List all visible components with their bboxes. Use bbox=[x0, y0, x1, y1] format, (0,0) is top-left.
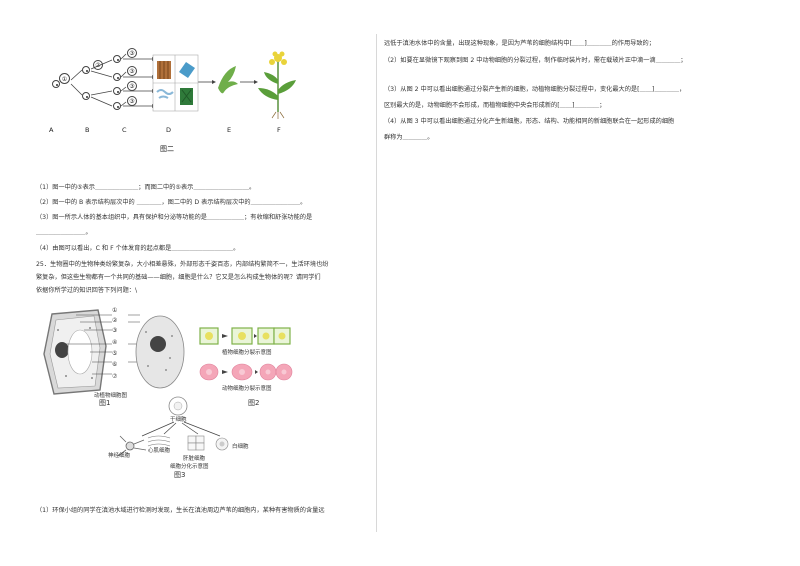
q25-sub-1: （1）环保小组的同学在滇池水域进行检测时发现，生长在滇池周边芦苇的细胞内，某种有… bbox=[36, 507, 325, 514]
division-diagram bbox=[199, 327, 293, 381]
tissue-brown-icon bbox=[157, 61, 171, 79]
cardiac-label: 心肌细胞 bbox=[148, 448, 171, 454]
stem-cell-label: 干细胞 bbox=[170, 417, 187, 423]
q25-line-2: 繁复杂，但这些生物都有一个共同的基础——细胞，细胞是什么？它又是怎么构成生物体的… bbox=[36, 274, 321, 281]
letter-e: E bbox=[227, 126, 232, 134]
cell-diagram-caption: 动植物细胞图 bbox=[94, 393, 128, 399]
q25-sub-4-cont: 群称为＿＿＿＿。 bbox=[384, 134, 434, 141]
cell-b1-icon bbox=[82, 66, 90, 74]
rapeseed-plant-icon bbox=[258, 51, 296, 119]
cell-b2-icon bbox=[82, 92, 90, 100]
animal-division-caption: 动物细胞分裂示意图 bbox=[222, 386, 272, 392]
step-label-3b: ③ bbox=[127, 66, 137, 76]
column-divider bbox=[376, 34, 377, 532]
cell-number-2: ② bbox=[112, 317, 118, 324]
q25-line-1: 25．生物圈中的生物种类纷繁复杂，大小相差悬殊，外部形态千姿百态，内部结构繁简不… bbox=[36, 261, 329, 268]
step-label-3a: ③ bbox=[127, 48, 137, 58]
step-label-3d: ③ bbox=[127, 96, 137, 106]
figure-1-title: 图1 bbox=[99, 399, 111, 407]
wbc-label: 白细胞 bbox=[232, 444, 249, 450]
question-2: （2）图一中的 B 表示结构层次中的 ＿＿＿＿，图二中的 D 表示结构层次中的＿… bbox=[36, 199, 307, 206]
neuron-label: 神经细胞 bbox=[108, 453, 131, 459]
question-1: （1）图一中的⑤表示＿＿＿＿＿＿＿；而图二中的⑤表示＿＿＿＿＿＿＿＿＿。 bbox=[36, 184, 256, 191]
q25-sub-3-cont: 区别最大的是，动物细胞不会形成，而植物细胞中央会形成新的[＿＿]＿＿＿＿； bbox=[384, 102, 606, 109]
neuron-icon bbox=[117, 435, 147, 457]
liver-label: 肝脏细胞 bbox=[183, 456, 206, 462]
cell-number-4: ④ bbox=[112, 339, 118, 346]
cell-c1-icon bbox=[113, 55, 121, 63]
differentiation-diagram bbox=[117, 396, 229, 457]
step-label-3c: ③ bbox=[127, 81, 137, 91]
cell-c2-icon bbox=[113, 73, 121, 81]
cell-number-6: ⑥ bbox=[112, 361, 118, 368]
letter-a: A bbox=[49, 126, 54, 134]
cell-diagram bbox=[43, 309, 185, 395]
figure-division-title: 图2 bbox=[248, 399, 260, 407]
letter-f: F bbox=[277, 126, 281, 134]
cell-number-7: ⑦ bbox=[112, 373, 118, 380]
q25-sub-4: （4）从图 3 中可以看出细胞通过分化产生新细胞，形态、结构、功能相同的新细胞联… bbox=[384, 118, 675, 125]
q25-sub-2: （2）如要在显微镜下观察到图 2 中动物细胞的分裂过程，制作临时装片时，需在载玻… bbox=[384, 57, 687, 64]
fig2-arrows bbox=[70, 51, 296, 119]
letter-c: C bbox=[122, 126, 127, 134]
question-3-cont: ＿＿＿＿＿＿＿＿。 bbox=[36, 229, 92, 236]
step-label-1: ① bbox=[59, 73, 70, 84]
figure-2-title: 图二 bbox=[160, 145, 174, 153]
letter-b: B bbox=[85, 126, 90, 134]
step-label-2: ② bbox=[93, 60, 103, 70]
cell-number-3: ③ bbox=[112, 327, 118, 334]
plant-division-caption: 植物细胞分裂示意图 bbox=[222, 350, 272, 356]
cell-number-1: ① bbox=[112, 307, 118, 314]
question-3: （3）图一所示人体的基本组织中，具有保护和分泌等功能的是＿＿＿＿＿＿；有收缩和舒… bbox=[36, 214, 313, 221]
figure-3-title: 图3 bbox=[174, 471, 186, 479]
cell-c4-icon bbox=[113, 102, 121, 110]
fertilized-egg-icon bbox=[52, 80, 60, 88]
differentiation-caption: 细胞分化示意图 bbox=[170, 464, 209, 470]
letter-d: D bbox=[166, 126, 172, 134]
cell-c3-icon bbox=[113, 87, 121, 95]
q25-sub-1-cont: 远低于滇池水体中的含量，出现这种现象，是因为芦苇的细胞结构中[＿＿]＿＿＿＿的作… bbox=[384, 40, 655, 47]
question-4: （4）由图可以看出，C 和 F 个体发育的起点都是＿＿＿＿＿＿＿＿＿＿。 bbox=[36, 245, 240, 252]
q25-line-3: 依据你所学过的知识回答下列问题：\ bbox=[36, 287, 138, 294]
q25-sub-3: （3）从图 2 中可以看出细胞通过分裂产生新的细胞，动植物细胞分裂过程中，变化最… bbox=[384, 86, 686, 93]
cell-number-5: ⑤ bbox=[112, 350, 118, 357]
